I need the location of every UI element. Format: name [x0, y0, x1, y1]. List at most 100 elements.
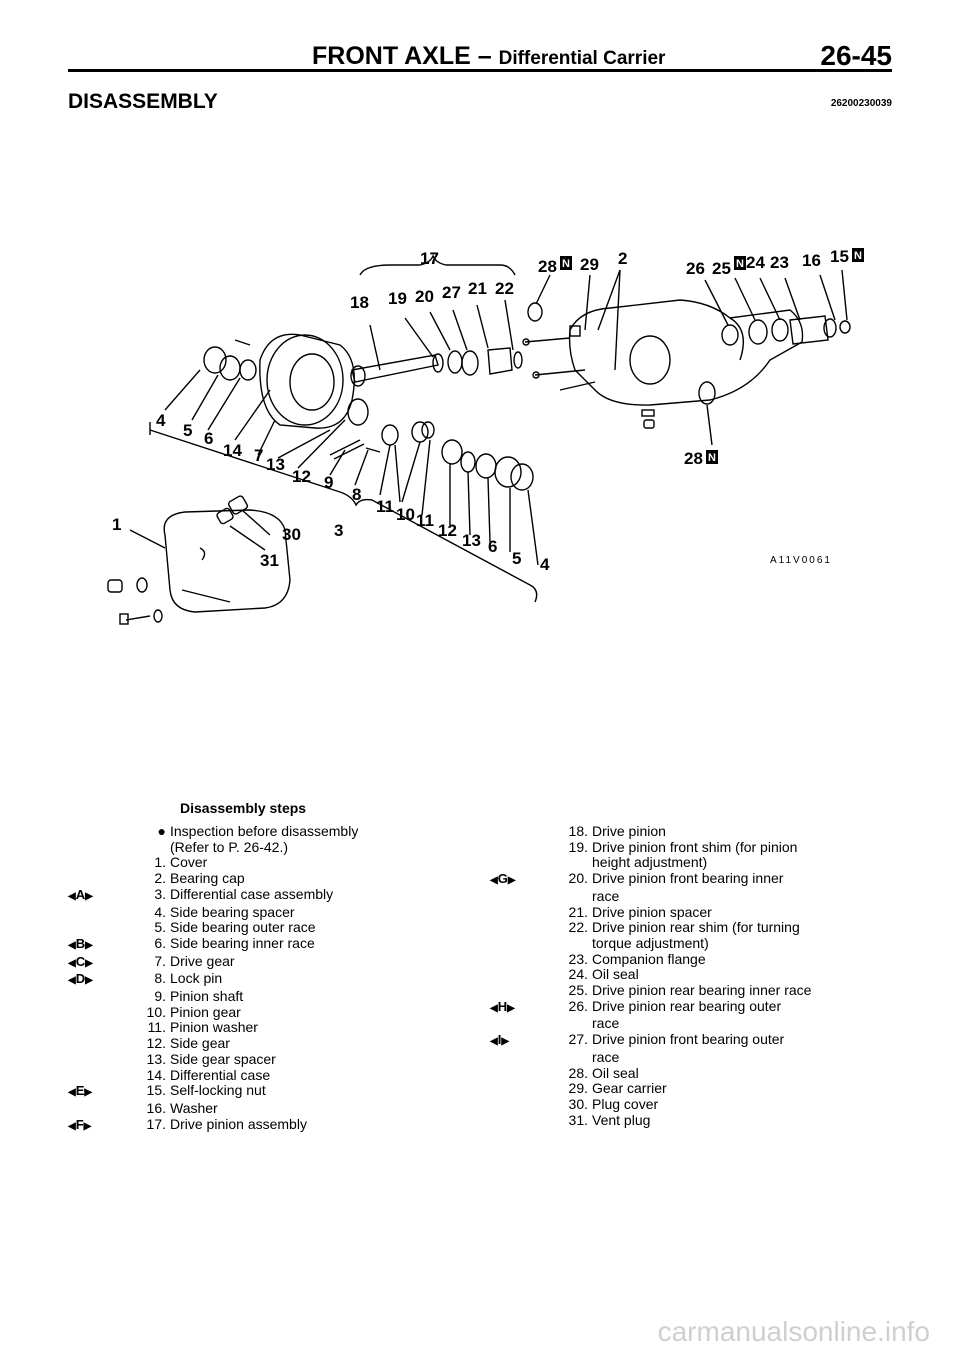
triangle-left-icon: ◀ [68, 1087, 76, 1099]
svg-text:12: 12 [292, 467, 311, 486]
step-item: 19.Drive pinion front shim (for pinion [490, 838, 910, 856]
step-item: ◀I▶27.Drive pinion front bearing outer [490, 1031, 910, 1050]
step-number: 12. [146, 1035, 166, 1052]
bullet-text-ref: (Refer to P. 26-42.) [170, 838, 289, 855]
service-mark-letter: H [497, 998, 508, 1014]
step-item: 29.Gear carrier [490, 1081, 910, 1097]
svg-text:11: 11 [376, 497, 394, 516]
step-number: 26. [568, 997, 588, 1014]
service-mark [490, 983, 540, 999]
step-text: Lock pin [170, 970, 223, 987]
svg-text:14: 14 [223, 441, 242, 460]
service-mark [68, 1020, 118, 1036]
triangle-right-icon: ▶ [507, 875, 516, 887]
step-text-continuation: torque adjustment) [592, 934, 709, 951]
svg-text:28: 28 [684, 449, 703, 468]
step-number: 9. [154, 988, 166, 1005]
step-item: ◀A▶3.Differential case assembly [68, 885, 418, 905]
step-number: 13. [146, 1050, 166, 1067]
service-mark: ◀G▶ [490, 871, 540, 889]
step-item: 25.Drive pinion rear bearing inner race [490, 982, 910, 999]
triangle-right-icon: ▶ [85, 890, 93, 902]
svg-text:16: 16 [802, 251, 821, 270]
svg-text:11: 11 [416, 511, 434, 530]
step-item: 1.Cover [68, 855, 418, 871]
service-mark [68, 1068, 118, 1084]
step-text: Pinion gear [170, 1003, 241, 1020]
step-item: ◀E▶15.Self-locking nut [68, 1083, 418, 1101]
service-mark: ◀F▶ [68, 1117, 118, 1135]
svg-text:5: 5 [512, 549, 521, 568]
step-number: 29. [568, 1080, 588, 1097]
service-mark: ◀B▶ [68, 936, 118, 954]
step-number: 2. [154, 870, 166, 887]
step-number: 30. [568, 1095, 588, 1112]
service-mark [68, 920, 118, 936]
step-text: Side bearing spacer [170, 903, 295, 920]
svg-text:9: 9 [324, 473, 333, 492]
step-number: 19. [568, 838, 588, 855]
step-text: Side bearing outer race [170, 919, 316, 936]
svg-text:13: 13 [266, 455, 285, 474]
service-mark [490, 920, 540, 936]
service-mark-letter: G [497, 871, 508, 887]
step-number: 8. [154, 970, 166, 987]
step-text: Pinion washer [170, 1019, 258, 1036]
step-item: 21.Drive pinion spacer [490, 904, 910, 921]
step-text: Oil seal [592, 966, 639, 983]
step-number: 23. [568, 950, 588, 967]
step-text: Drive pinion rear bearing inner race [592, 982, 812, 999]
step-text: Pinion shaft [170, 988, 244, 1005]
step-text: Drive pinion rear shim (for turning [592, 919, 800, 936]
step-item: ◀D▶8.Lock pin [68, 971, 418, 989]
step-text: Side bearing inner race [170, 934, 315, 951]
step-text: Differential case assembly [170, 885, 334, 902]
service-mark [68, 989, 118, 1005]
step-item: 16.Washer [68, 1099, 418, 1117]
steps-left-column: ● Inspection before disassembly (Refer t… [68, 823, 418, 1135]
new-part-marker-15: N [854, 250, 862, 262]
triangle-left-icon: ◀ [68, 1120, 76, 1132]
step-text: Gear carrier [592, 1080, 667, 1097]
step-text: Side gear [170, 1035, 230, 1052]
step-item: 5.Side bearing outer race [68, 920, 418, 936]
step-number: 16. [146, 1099, 166, 1116]
differential-case [259, 333, 355, 429]
step-item: ◀B▶ 6.Side bearing inner race [68, 934, 418, 954]
section-code: 26200230039 [830, 98, 892, 109]
step-text: Side gear spacer [170, 1050, 276, 1067]
step-item: 13.Side gear spacer [68, 1050, 418, 1068]
step-text: Washer [170, 1099, 218, 1116]
step-text-continuation: race [592, 887, 620, 904]
step-number: 3. [154, 885, 166, 902]
step-number: 11. [147, 1019, 166, 1036]
svg-text:5: 5 [183, 421, 192, 440]
svg-text:6: 6 [488, 537, 497, 556]
steps-heading: Disassembly steps [180, 800, 307, 816]
service-mark [68, 1052, 118, 1068]
service-mark [490, 1097, 540, 1113]
step-text-continuation: race [592, 1015, 620, 1032]
svg-text:7: 7 [254, 446, 263, 465]
service-mark [490, 967, 540, 983]
service-mark-letter: A [75, 886, 86, 902]
service-mark-letter: B [75, 935, 86, 951]
service-mark [490, 952, 540, 968]
bullet-text: Inspection before disassembly [170, 823, 359, 839]
step-number: 6. [154, 934, 166, 951]
step-number: 1. [154, 854, 166, 871]
service-mark [68, 1036, 118, 1052]
header-title-main: FRONT AXLE – [312, 42, 499, 70]
svg-text:23: 23 [770, 253, 789, 272]
step-number: 24. [568, 966, 588, 983]
step-number: 14. [146, 1066, 166, 1083]
step-number: 25. [568, 982, 588, 999]
service-mark-letter: I [497, 1032, 502, 1048]
new-part-marker-28b: N [708, 452, 716, 464]
svg-text:8: 8 [352, 485, 361, 504]
svg-text:18: 18 [350, 293, 369, 312]
triangle-right-icon: ▶ [85, 975, 93, 987]
step-text: Drive gear [170, 952, 235, 969]
step-item: 30.Plug cover [490, 1095, 910, 1113]
brace-3 [149, 429, 538, 603]
